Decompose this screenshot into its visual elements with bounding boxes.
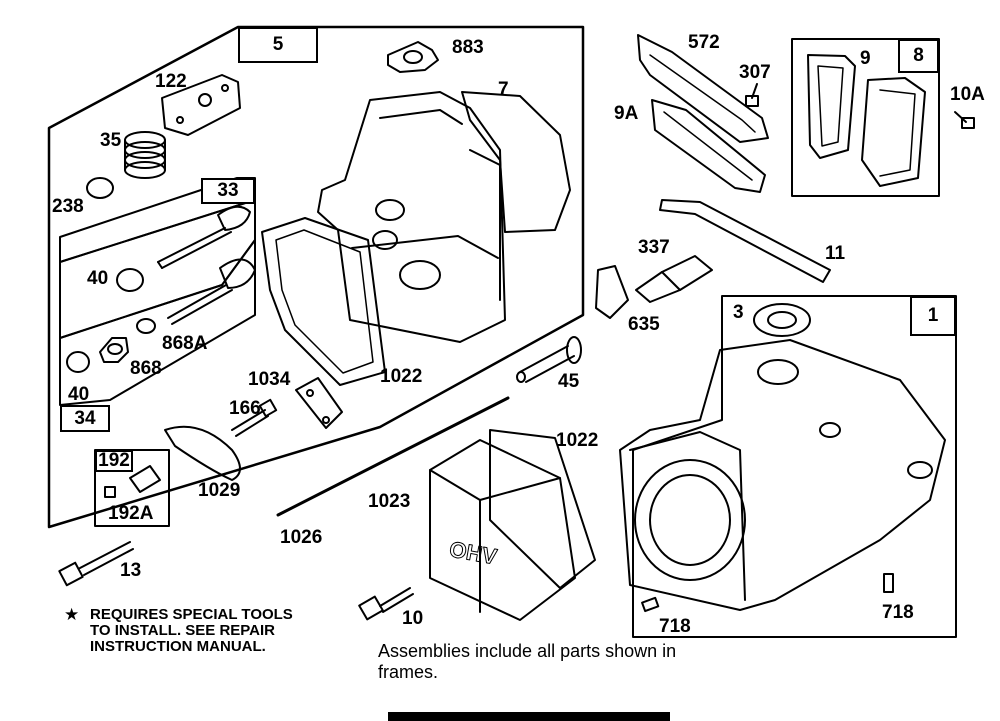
keeper-40b-drawing bbox=[66, 351, 90, 373]
spark-plug-337-drawing bbox=[635, 255, 713, 303]
cylinder-block-drawing bbox=[619, 339, 946, 611]
bolt-13-drawing bbox=[58, 541, 134, 587]
frame-number-192: 192 bbox=[95, 450, 133, 472]
dowel-718b-drawing bbox=[883, 573, 894, 593]
part-label-307: 307 bbox=[739, 62, 771, 83]
seal-3-drawing bbox=[753, 303, 811, 337]
part-label-35: 35 bbox=[100, 130, 122, 151]
part-label-166: 166 bbox=[229, 398, 261, 419]
part-label-7: 7 bbox=[498, 79, 509, 100]
dowel-718a-drawing bbox=[641, 596, 660, 613]
special-tools-note: REQUIRES SPECIAL TOOLS TO INSTALL. SEE R… bbox=[90, 607, 293, 655]
gasket-9-drawing bbox=[807, 54, 856, 159]
head-gasket-7-drawing bbox=[461, 91, 571, 233]
bolt-10-drawing bbox=[358, 587, 414, 621]
spring-35-drawing bbox=[124, 131, 166, 179]
frame-number-5: 5 bbox=[238, 27, 318, 63]
part-label-238: 238 bbox=[52, 196, 84, 217]
special-tools-star-icon: ★ bbox=[64, 605, 80, 625]
frame-8-outline bbox=[791, 38, 940, 197]
rocker-cover-1023-drawing: OHV bbox=[429, 439, 576, 621]
part-label-11: 11 bbox=[825, 243, 846, 264]
part-label-40-exhaust: 40 bbox=[68, 384, 90, 405]
part-label-635: 635 bbox=[628, 314, 660, 335]
special-tools-note-line-3: INSTRUCTION MANUAL. bbox=[90, 638, 266, 655]
tube-11-drawing bbox=[659, 199, 831, 283]
part-label-718-right: 718 bbox=[882, 602, 914, 623]
part-label-868a: 868A bbox=[162, 333, 208, 354]
special-tools-note-line-1: REQUIRES SPECIAL TOOLS bbox=[90, 606, 293, 623]
part-label-1026: 1026 bbox=[280, 527, 323, 548]
keeper-40-drawing bbox=[116, 268, 144, 292]
assemblies-caption-line-2: frames. bbox=[378, 662, 439, 682]
valve-34-drawing bbox=[167, 258, 256, 325]
part-label-40-intake: 40 bbox=[87, 268, 109, 289]
part-label-122: 122 bbox=[155, 71, 187, 92]
part-label-1023: 1023 bbox=[368, 491, 411, 512]
special-tools-note-line-2: TO INSTALL. SEE REPAIR bbox=[90, 622, 276, 639]
plate-1034-drawing bbox=[295, 377, 343, 429]
part-label-1022-lower: 1022 bbox=[556, 430, 599, 451]
cover-8-drawing bbox=[861, 77, 926, 187]
assemblies-caption-line-1: Assemblies include all parts shown in bbox=[378, 641, 677, 661]
screw-307-drawing bbox=[745, 83, 759, 107]
svg-text:OHV: OHV bbox=[447, 536, 499, 569]
part-label-10a: 10A bbox=[950, 84, 985, 105]
part-label-9a: 9A bbox=[614, 103, 639, 124]
frame-number-34: 34 bbox=[60, 405, 110, 432]
stud-166-drawing bbox=[231, 398, 278, 437]
part-label-13: 13 bbox=[120, 560, 142, 581]
guide-45-drawing bbox=[516, 336, 582, 383]
cap-238-drawing bbox=[86, 177, 114, 199]
screw-192-drawing bbox=[104, 486, 116, 498]
gasket-572-drawing bbox=[637, 34, 769, 143]
part-label-337: 337 bbox=[638, 237, 670, 258]
part-label-718-left: 718 bbox=[659, 616, 691, 637]
part-label-9: 9 bbox=[860, 48, 871, 69]
part-label-1022-upper: 1022 bbox=[380, 366, 423, 387]
part-label-1029: 1029 bbox=[198, 480, 241, 501]
part-label-1034: 1034 bbox=[248, 369, 291, 390]
part-label-10: 10 bbox=[402, 608, 424, 629]
part-label-192a: 192A bbox=[108, 503, 154, 524]
frame-number-8: 8 bbox=[898, 39, 939, 73]
part-label-868: 868 bbox=[130, 358, 162, 379]
frame-number-33: 33 bbox=[201, 178, 255, 204]
screw-10a-drawing bbox=[954, 111, 975, 129]
bracket-122-drawing bbox=[161, 74, 241, 136]
push-rod-1026-drawing bbox=[276, 396, 510, 517]
gasket-1022a-drawing bbox=[261, 217, 386, 386]
gasket-9a-drawing bbox=[651, 99, 766, 193]
boot-635-drawing bbox=[595, 265, 629, 319]
part-label-883: 883 bbox=[452, 37, 484, 58]
gasket-883-drawing bbox=[387, 41, 439, 73]
gasket-1022b-drawing bbox=[489, 429, 596, 589]
washer-868a-drawing bbox=[136, 318, 156, 334]
frame-number-1: 1 bbox=[910, 296, 956, 336]
rocker-1029-drawing bbox=[164, 425, 241, 481]
assemblies-caption: Assemblies include all parts shown in fr… bbox=[378, 641, 676, 683]
part-label-3: 3 bbox=[733, 302, 744, 323]
part-label-572: 572 bbox=[688, 32, 720, 53]
cropped-footer-title bbox=[388, 712, 670, 721]
seal-868-drawing bbox=[99, 337, 129, 363]
part-label-45: 45 bbox=[558, 371, 580, 392]
adjuster-192a-drawing bbox=[129, 465, 161, 493]
frame-1-outline bbox=[632, 295, 957, 638]
valve-33-drawing bbox=[157, 205, 251, 269]
